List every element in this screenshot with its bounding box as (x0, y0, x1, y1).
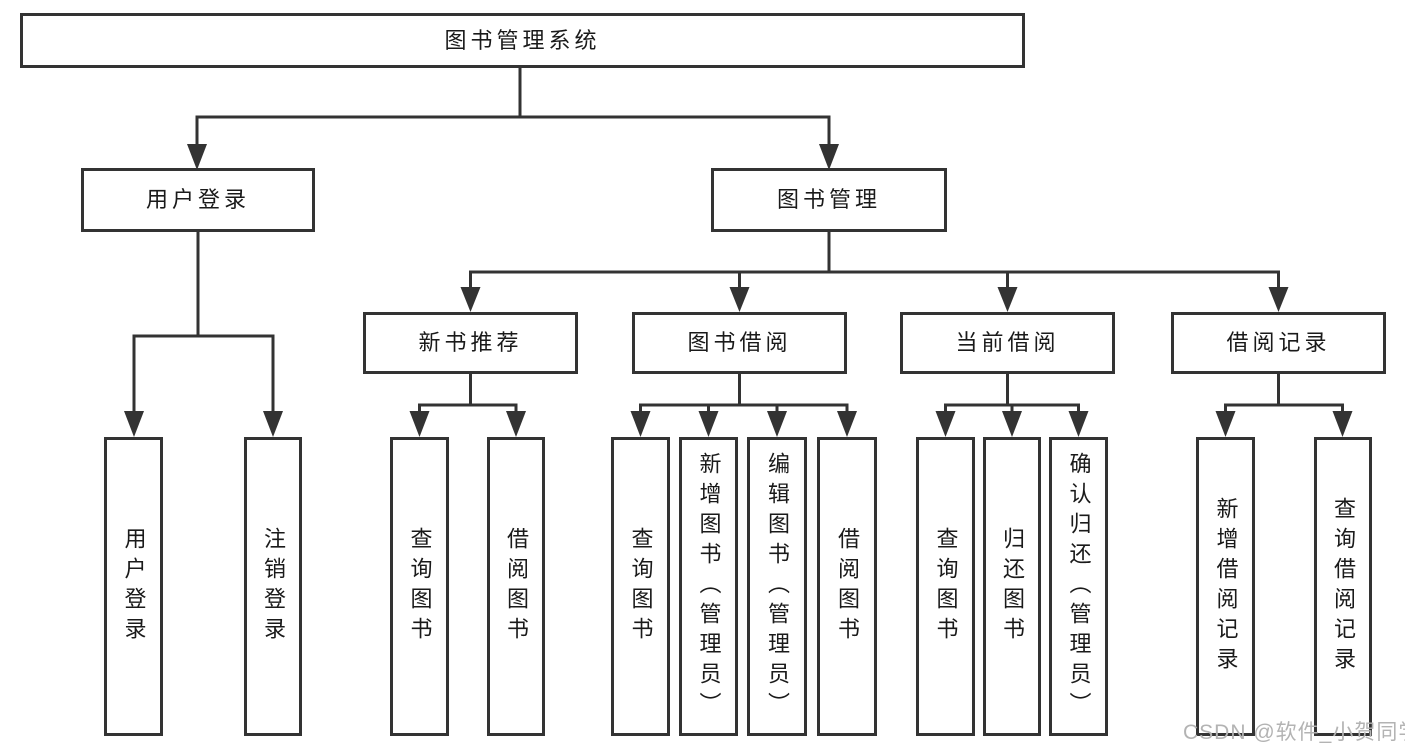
leaf-label: 借阅图书 (504, 526, 529, 647)
leaf-label: 查询图书 (933, 526, 959, 647)
node-borrow-records: 借阅记录 (1171, 312, 1386, 374)
leaf-query-borrow-record: 查询借阅记录 (1314, 437, 1372, 736)
leaf-label: 借阅图书 (835, 526, 860, 647)
leaf-label: 确认归还（管理员） (1066, 451, 1092, 722)
node-current-borrow: 当前借阅 (900, 312, 1115, 374)
node-root-library-system: 图书管理系统 (20, 13, 1025, 68)
leaf-query-books-current: 查询图书 (916, 437, 975, 736)
node-user-login: 用户登录 (81, 168, 315, 232)
leaf-user-login: 用户登录 (104, 437, 163, 736)
leaf-return-books: 归还图书 (983, 437, 1041, 736)
leaf-label: 新增借阅记录 (1213, 496, 1239, 677)
node-book-management: 图书管理 (711, 168, 947, 232)
leaf-label: 查询借阅记录 (1331, 496, 1356, 677)
leaf-label: 编辑图书（管理员） (765, 451, 790, 722)
leaf-label: 查询图书 (628, 526, 654, 647)
leaf-borrow-books-recommend: 借阅图书 (487, 437, 545, 736)
leaf-label: 查询图书 (407, 526, 433, 647)
leaf-add-borrow-record: 新增借阅记录 (1196, 437, 1255, 736)
node-book-borrow: 图书借阅 (632, 312, 847, 374)
leaf-label: 用户登录 (121, 526, 147, 647)
leaf-query-books-borrow: 查询图书 (611, 437, 670, 736)
leaf-query-books-recommend: 查询图书 (390, 437, 449, 736)
leaf-label: 注销登录 (261, 526, 286, 647)
csdn-watermark: CSDN @软件_小贺同学 (1183, 721, 1405, 744)
node-new-book-recommend: 新书推荐 (363, 312, 578, 374)
leaf-edit-books-admin: 编辑图书（管理员） (747, 437, 807, 736)
leaf-add-books-admin: 新增图书（管理员） (679, 437, 738, 736)
leaf-logout: 注销登录 (244, 437, 302, 736)
leaf-label: 新增图书（管理员） (696, 451, 722, 722)
leaf-borrow-books: 借阅图书 (817, 437, 877, 736)
leaf-label: 归还图书 (1000, 526, 1025, 647)
leaf-confirm-return-admin: 确认归还（管理员） (1049, 437, 1108, 736)
